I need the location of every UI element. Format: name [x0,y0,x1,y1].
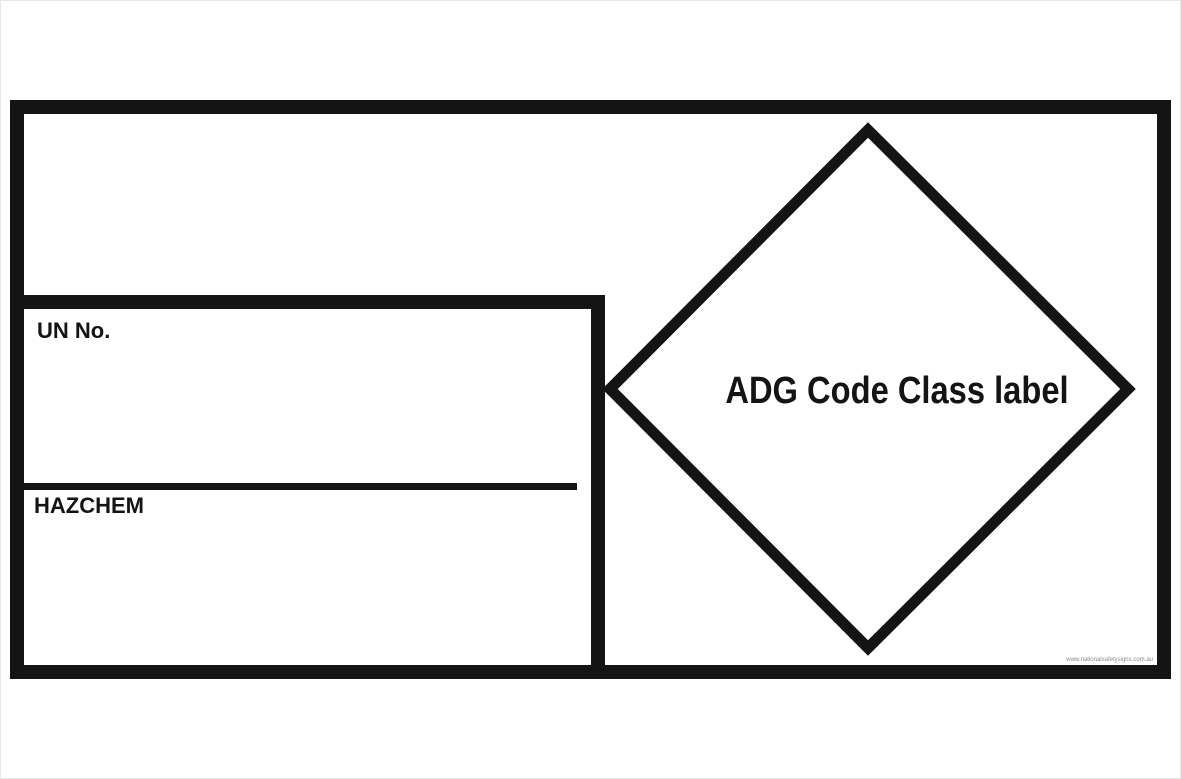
diamond-outline [602,122,1136,656]
un-number-label: UN No. [37,318,111,343]
footer-url: www.nationalsafetysigns.com.au [1066,657,1153,663]
adg-class-label-text: ADG Code Class label [725,370,1069,412]
hazchem-label: HAZCHEM [34,493,144,518]
class-label-diamond [602,122,1136,656]
panel-divider [24,483,577,490]
